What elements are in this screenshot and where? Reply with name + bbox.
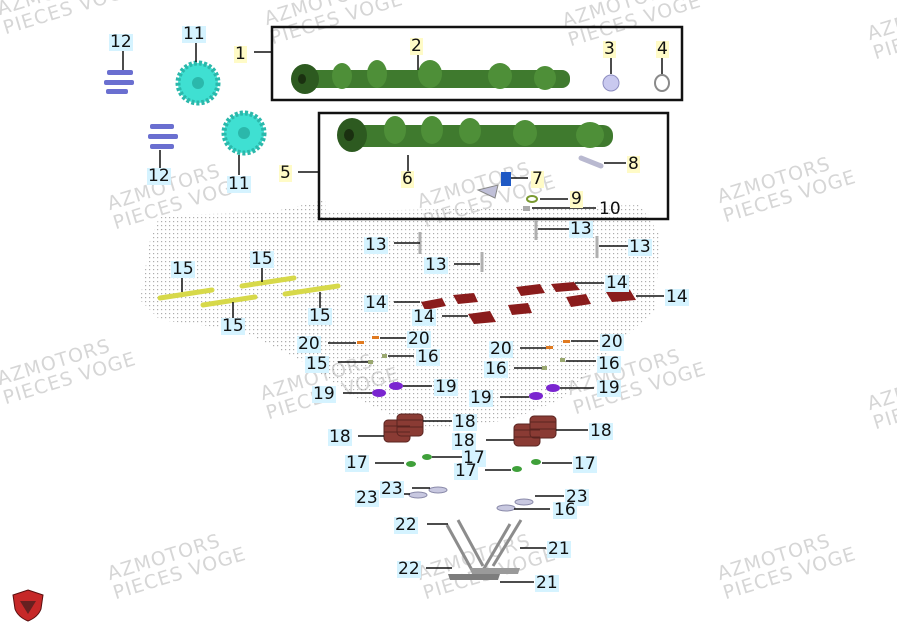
callout-18: 18 (453, 412, 477, 432)
camshaft-kit-box-5 (317, 111, 670, 221)
callout-13: 13 (628, 237, 652, 257)
callout-9: 9 (570, 189, 583, 209)
cam-sprocket-bottom (221, 110, 267, 156)
callout-21: 21 (547, 539, 571, 559)
callout-18: 18 (452, 431, 476, 451)
callout-16: 16 (597, 354, 621, 374)
callout-16: 16 (484, 359, 508, 379)
callout-20: 20 (489, 339, 513, 359)
bushing (523, 206, 530, 211)
callout-14: 14 (665, 287, 689, 307)
callout-13: 13 (569, 219, 593, 239)
callout-14: 14 (605, 273, 629, 293)
callout-14: 14 (364, 293, 388, 313)
callout-8: 8 (627, 154, 640, 174)
callout-23: 23 (565, 487, 589, 507)
callout-19: 19 (434, 377, 458, 397)
callout-11: 11 (227, 174, 251, 194)
callout-1: 1 (234, 44, 247, 64)
callout-17: 17 (573, 454, 597, 474)
callout-11: 11 (182, 24, 206, 44)
callout-17: 17 (345, 453, 369, 473)
cam-sprocket-top (175, 60, 221, 106)
plug-cap (602, 74, 620, 92)
callout-15: 15 (305, 354, 329, 374)
decompressor (476, 172, 528, 199)
callout-7: 7 (531, 169, 544, 189)
valve-springs-right (513, 415, 557, 447)
callout-13: 13 (364, 235, 388, 255)
shield-logo-icon (12, 589, 44, 622)
callout-4: 4 (656, 39, 669, 59)
callout-5: 5 (279, 163, 292, 183)
callout-12: 12 (147, 166, 171, 186)
callout-12: 12 (109, 32, 133, 52)
callout-16: 16 (416, 347, 440, 367)
callout-19: 19 (312, 384, 336, 404)
valve-springs-left (383, 413, 424, 443)
callout-6: 6 (401, 169, 414, 189)
callout-15: 15 (221, 316, 245, 336)
spring-washer (526, 195, 538, 203)
callout-20: 20 (407, 329, 431, 349)
callout-2: 2 (410, 36, 423, 56)
callout-19: 19 (597, 378, 621, 398)
callout-13: 13 (424, 255, 448, 275)
callout-23: 23 (380, 479, 404, 499)
callout-15: 15 (171, 259, 195, 279)
callout-10: 10 (599, 199, 621, 219)
callout-22: 22 (397, 559, 421, 579)
valves (445, 519, 523, 580)
callout-22: 22 (394, 515, 418, 535)
callout-19: 19 (469, 388, 493, 408)
camshaft-kit-box-1 (270, 25, 684, 102)
callout-18: 18 (589, 421, 613, 441)
callout-21: 21 (535, 573, 559, 593)
callout-18: 18 (328, 427, 352, 447)
callout-20: 20 (297, 334, 321, 354)
callout-20: 20 (600, 332, 624, 352)
sprocket-bolts-bottom (148, 124, 178, 149)
decompressor-pin (578, 155, 604, 169)
callout-15: 15 (250, 249, 274, 269)
sprocket-bolts-top (104, 70, 134, 94)
callout-3: 3 (603, 39, 616, 59)
circlip (654, 74, 670, 92)
callout-23: 23 (355, 488, 379, 508)
callout-15: 15 (308, 306, 332, 326)
callout-17: 17 (462, 448, 486, 468)
callout-14: 14 (412, 307, 436, 327)
callout-23: 16 (553, 500, 577, 520)
camshaft-intake (291, 60, 570, 94)
callout-17: 17 (454, 461, 478, 481)
camshaft-exhaust (337, 116, 613, 152)
